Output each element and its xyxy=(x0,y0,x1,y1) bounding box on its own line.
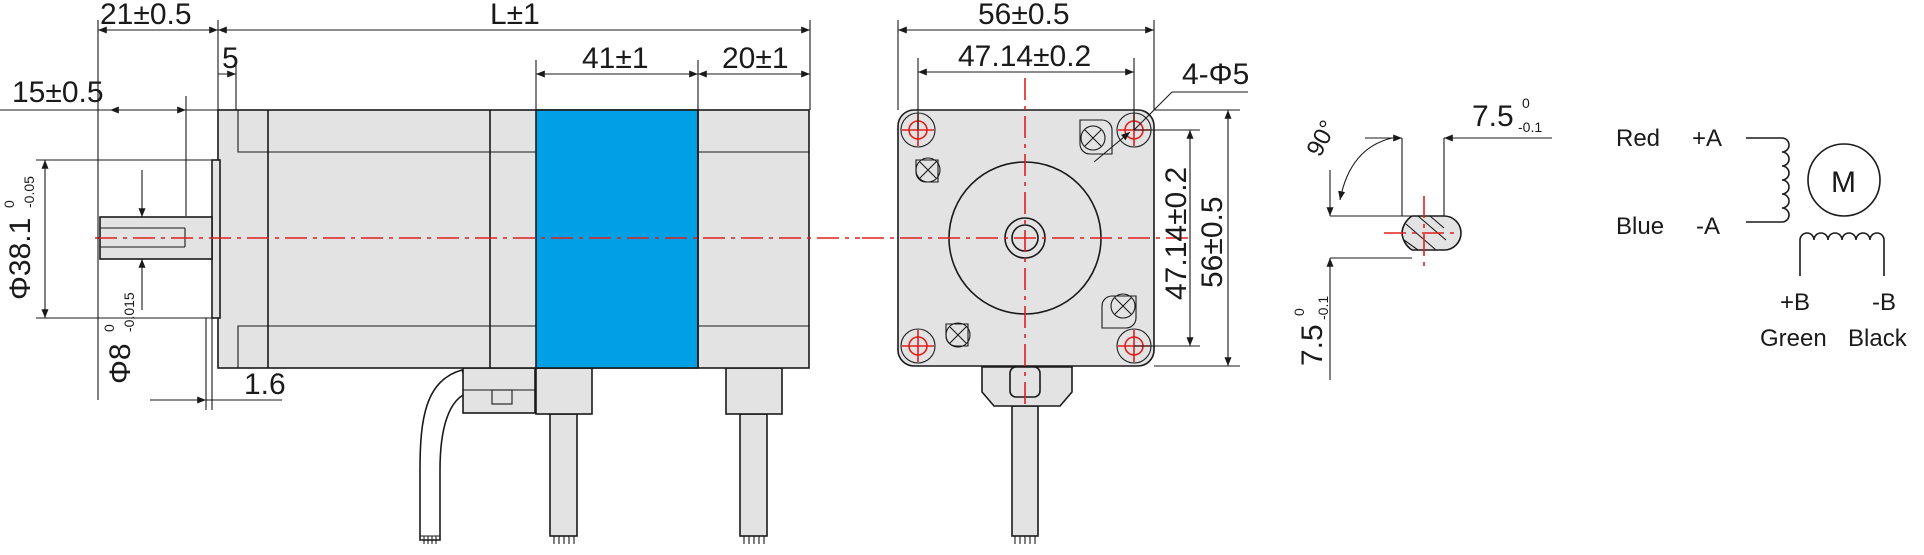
detail-flat-h-tol-lower: -0.1 xyxy=(1518,119,1542,135)
cable-loop xyxy=(419,369,472,541)
dim-shaft-tol-upper: 0 xyxy=(101,324,117,332)
dim-pilot: 5 xyxy=(222,42,239,75)
dim-shaft-tol-lower: -0.015 xyxy=(121,292,137,332)
side-cables xyxy=(419,367,783,544)
dim-shaft-flat: 15±0.5 xyxy=(12,76,104,109)
wire-green: Green xyxy=(1760,325,1827,352)
dim-pilot-diameter: Φ38.1 xyxy=(4,218,37,300)
dim-pilot-tol-upper: 0 xyxy=(1,200,17,208)
wire-red: Red xyxy=(1616,125,1660,152)
angle-arc xyxy=(1338,137,1393,201)
wiring-diagram: M Red +A Blue -A +B -B Green Black xyxy=(1616,125,1908,352)
screw-3 xyxy=(1110,293,1136,319)
cable-1 xyxy=(549,413,578,537)
dim-shaft-diameter: Φ8 xyxy=(104,343,137,384)
front-cable xyxy=(1011,405,1039,537)
dim-band-width: 41±1 xyxy=(582,42,649,75)
wire-ends-3 xyxy=(743,536,765,544)
detail-flat-v: 7.5 xyxy=(1296,324,1329,366)
detail-angle: 90° xyxy=(1301,116,1342,161)
shaft-detail: 90° 7.5 0 -0.1 7.5 0 -0.1 xyxy=(1291,95,1552,380)
cable-2 xyxy=(739,413,768,537)
wire-blue: Blue xyxy=(1616,213,1664,240)
motor-symbol xyxy=(1807,143,1881,217)
motor-housing xyxy=(217,109,810,369)
dim-hole-spacing-v: 47.14±0.2 xyxy=(1160,167,1193,300)
motor-symbol-label: M xyxy=(1831,166,1856,199)
connector-2 xyxy=(535,367,593,415)
side-view: 21±0.5 L±1 15±0.5 5 41±1 20±1 Φ38.1 0 -0… xyxy=(0,0,860,544)
dim-flange-thickness: 1.6 xyxy=(244,368,286,401)
screw-2 xyxy=(1080,125,1106,151)
mounting-hole-bl xyxy=(900,328,936,364)
dim-rear: 20±1 xyxy=(722,42,789,75)
stator-band xyxy=(535,109,699,369)
pin-plus-a: +A xyxy=(1692,125,1722,152)
dim-pilot-tol-lower: -0.05 xyxy=(21,176,37,208)
dim-length: L±1 xyxy=(490,0,540,31)
dim-flange-to-shaft: 21±0.5 xyxy=(100,0,192,31)
detail-flat-h: 7.5 xyxy=(1472,100,1514,133)
pin-minus-a: -A xyxy=(1696,213,1720,240)
dim-front-height: 56±0.5 xyxy=(1196,196,1229,288)
dim-holes: 4-Φ5 xyxy=(1182,58,1249,91)
detail-flat-h-tol-upper: 0 xyxy=(1522,95,1530,111)
dim-front-width: 56±0.5 xyxy=(978,0,1070,31)
detail-flat-v-tol-lower: -0.1 xyxy=(1315,296,1331,320)
coil-a xyxy=(1746,137,1790,223)
wire-black: Black xyxy=(1848,325,1908,352)
pin-plus-b: +B xyxy=(1780,289,1810,316)
dim-hole-spacing-h: 47.14±0.2 xyxy=(958,40,1091,73)
pin-minus-b: -B xyxy=(1872,289,1896,316)
front-view: 56±0.5 47.14±0.2 4-Φ5 47.14±0.2 56±0.5 xyxy=(862,0,1249,544)
front-wire-ends xyxy=(1014,536,1036,544)
detail-flat-v-tol-upper: 0 xyxy=(1291,308,1307,316)
coil-b xyxy=(1799,232,1885,276)
wire-ends-2 xyxy=(553,536,575,544)
connector-3 xyxy=(725,367,783,415)
flange xyxy=(211,159,221,319)
wire-ends-1 xyxy=(423,536,437,544)
